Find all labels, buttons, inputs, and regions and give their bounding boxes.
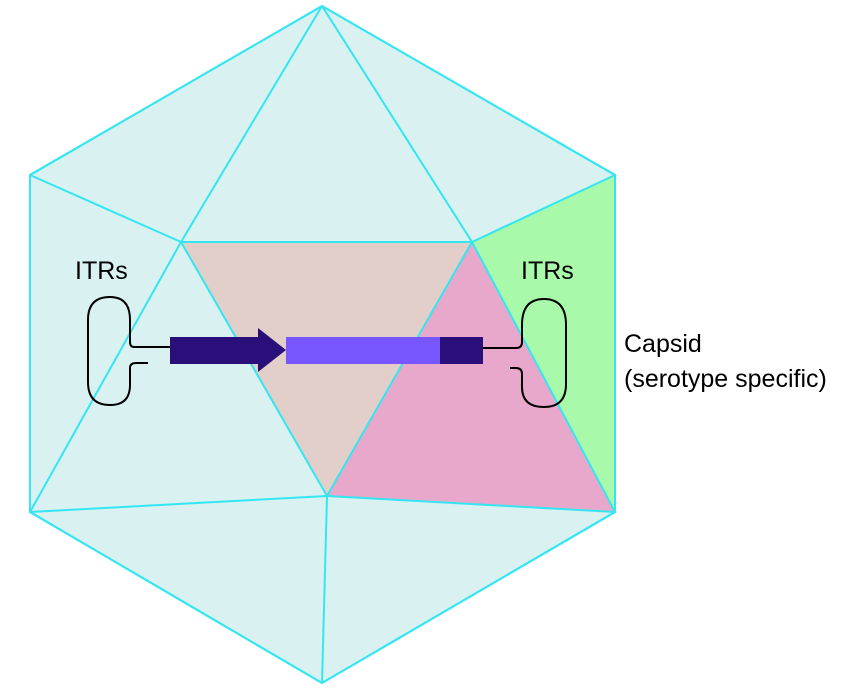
itr-left-hairpin (87, 295, 170, 407)
transgene-block (286, 337, 440, 364)
capsid-edges (29, 5, 616, 684)
polya-block (440, 337, 483, 364)
promoter-arrow (170, 328, 286, 372)
capsid-face-green (472, 175, 615, 512)
capsid-serotype-label: (serotype specific) (624, 365, 827, 393)
capsid-label: Capsid (624, 330, 702, 358)
capsid-face-pink (327, 242, 615, 512)
capsid-face-center (181, 242, 472, 496)
itr-right-label: ITRs (521, 257, 574, 285)
itr-left-label: ITRs (75, 257, 128, 285)
capsid-outline (29, 4, 616, 685)
itr-right-hairpin (483, 297, 567, 409)
